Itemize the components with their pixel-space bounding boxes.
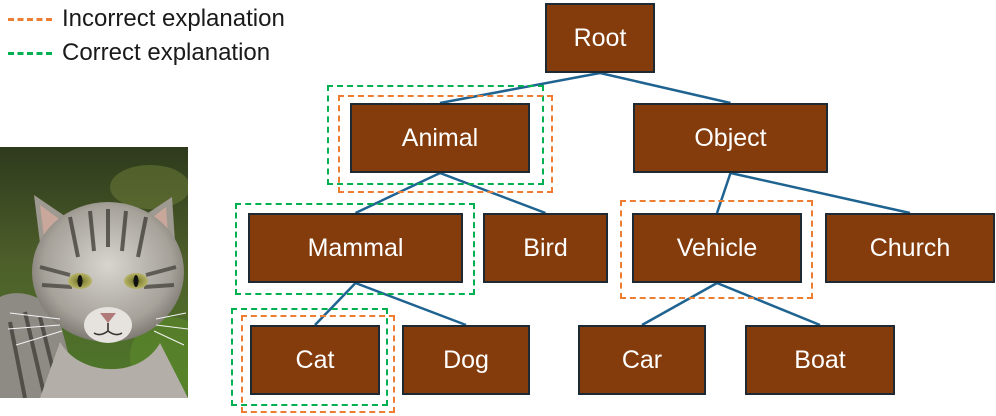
legend-item-correct: Correct explanation: [8, 36, 270, 70]
node-animal: Animal: [350, 103, 530, 173]
node-label-object: Object: [694, 123, 767, 152]
correct-highlight-mammal: [235, 203, 475, 295]
incorrect-highlight-cat: [241, 315, 395, 413]
node-label-root: Root: [573, 23, 627, 52]
node-vehicle: Vehicle: [632, 213, 802, 283]
correct-highlight-cat: [231, 308, 388, 406]
cat-photo: [0, 147, 188, 398]
correct-highlight-animal: [327, 85, 544, 185]
node-boat: Boat: [745, 325, 895, 395]
edge-mammal-cat: [314, 282, 357, 326]
edge-mammal-dog: [355, 281, 467, 327]
legend-label-incorrect: Incorrect explanation: [62, 5, 285, 32]
node-car: Car: [578, 325, 706, 395]
node-label-animal: Animal: [401, 123, 479, 152]
edge-root-object: [599, 71, 731, 105]
edge-object-church: [730, 171, 911, 215]
node-root: Root: [545, 3, 655, 73]
legend-item-incorrect: Incorrect explanation: [8, 2, 285, 36]
node-label-dog: Dog: [443, 345, 489, 374]
edge-root-animal: [439, 71, 601, 105]
node-dog: Dog: [402, 325, 530, 395]
node-label-cat: Cat: [295, 345, 335, 374]
node-church: Church: [825, 213, 995, 283]
node-label-vehicle: Vehicle: [676, 233, 758, 262]
incorrect-highlight-vehicle: [620, 200, 813, 299]
node-label-boat: Boat: [794, 345, 846, 374]
node-label-church: Church: [869, 233, 951, 262]
legend-swatch-incorrect: [8, 17, 52, 21]
node-bird: Bird: [483, 213, 608, 283]
legend-label-correct: Correct explanation: [62, 39, 271, 66]
edge-animal-bird: [439, 171, 546, 215]
node-label-bird: Bird: [523, 233, 568, 262]
edge-object-vehicle: [715, 172, 732, 214]
legend-swatch-correct: [8, 51, 52, 55]
edge-animal-mammal: [354, 171, 441, 215]
node-label-mammal: Mammal: [307, 233, 404, 262]
node-object: Object: [633, 103, 828, 173]
node-cat: Cat: [250, 325, 380, 395]
edge-vehicle-car: [641, 281, 718, 327]
incorrect-highlight-animal: [338, 95, 553, 193]
node-mammal: Mammal: [248, 213, 463, 283]
edge-vehicle-boat: [716, 281, 821, 327]
node-label-car: Car: [621, 345, 663, 374]
